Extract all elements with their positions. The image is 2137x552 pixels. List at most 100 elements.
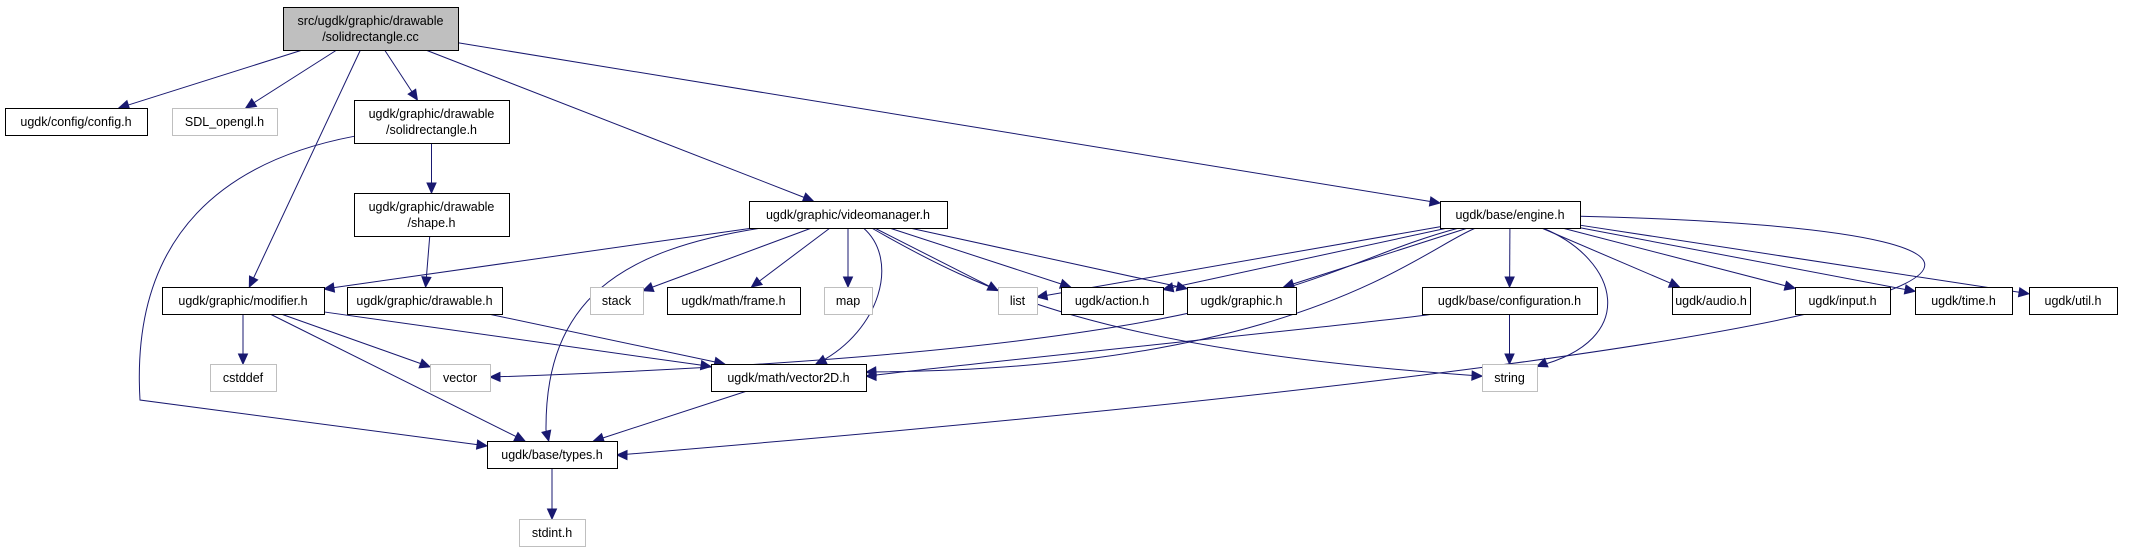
node-box (2029, 287, 2118, 315)
node-input[interactable]: ugdk/input.h (1795, 287, 1891, 315)
node-label: ugdk/time.h (1931, 294, 1996, 308)
node-root[interactable]: src/ugdk/graphic/drawable/solidrectangle… (283, 7, 459, 51)
node-box (590, 287, 644, 315)
node-label: ugdk/base/types.h (501, 448, 603, 462)
node-box (667, 287, 801, 315)
edge-engine-to-input (1562, 227, 1797, 291)
node-label: vector (443, 371, 477, 385)
edge-line (601, 390, 748, 439)
edge-line (127, 49, 303, 106)
edge-configuration-to-vector2d (864, 313, 1434, 382)
node-cstddef: cstddef (210, 364, 277, 392)
edge-line (280, 313, 422, 365)
node-label: ugdk/base/engine.h (1455, 208, 1564, 222)
node-engine[interactable]: ugdk/base/engine.h (1440, 201, 1581, 229)
node-audio[interactable]: ugdk/audio.h (1672, 287, 1751, 315)
edge-line (332, 227, 754, 289)
node-util[interactable]: ugdk/util.h (2029, 287, 2118, 315)
node-box (1061, 287, 1164, 315)
edge-root-to-sdl (244, 49, 338, 109)
arrowhead-icon (699, 359, 713, 371)
edge-line (871, 227, 1481, 377)
node-configuration[interactable]: ugdk/base/configuration.h (1422, 287, 1598, 315)
node-vector: vector (430, 364, 491, 392)
arrowhead-icon (513, 431, 527, 442)
edge-root-to-modifier (248, 49, 361, 289)
edge-modifier-to-vector (280, 313, 432, 369)
node-modifier[interactable]: ugdk/graphic/modifier.h (162, 287, 325, 315)
edge-solidrect_h-to-types (138, 135, 489, 450)
node-box (430, 364, 491, 392)
node-string: string (1482, 364, 1538, 392)
node-label: ugdk/graphic/videomanager.h (766, 208, 930, 222)
edge-line (909, 227, 1179, 288)
node-label: ugdk/graphic/modifier.h (178, 294, 307, 308)
edge-engine-to-util (1579, 224, 2031, 298)
edge-engine-to-time (1579, 227, 1917, 295)
arrowhead-icon (864, 370, 877, 382)
edge-line (269, 313, 518, 438)
node-config[interactable]: ugdk/config/config.h (5, 108, 148, 136)
edge-videomanager-to-list (874, 227, 1000, 292)
node-box (347, 287, 503, 315)
edge-line (1171, 227, 1448, 289)
edge-engine-to-types (615, 215, 1926, 461)
edge-engine-to-action (1161, 227, 1448, 293)
arrowhead-icon (488, 371, 501, 383)
node-label: ugdk/math/vector2D.h (727, 371, 849, 385)
edge-videomanager-to-frame (750, 227, 831, 288)
node-label: cstddef (223, 371, 264, 385)
edge-line (488, 313, 716, 363)
edge-line (1541, 227, 1672, 284)
node-label: ugdk/graphic/drawable.h (356, 294, 492, 308)
arrowhead-icon (2017, 286, 2031, 298)
arrowhead-icon (546, 508, 558, 521)
arrowhead-icon (117, 99, 131, 110)
node-list: list (998, 287, 1038, 315)
arrowhead-icon (248, 275, 259, 289)
node-map: map (824, 287, 873, 315)
edge-configuration-to-string (1504, 314, 1515, 366)
edge-shape-to-drawable (421, 235, 432, 289)
node-drawable[interactable]: ugdk/graphic/drawable.h (347, 287, 503, 315)
node-box (5, 108, 148, 136)
edge-line (457, 42, 1432, 203)
arrowhead-icon (641, 282, 655, 292)
edge-line (758, 227, 831, 282)
node-box (1422, 287, 1598, 315)
node-box (1440, 201, 1581, 229)
node-time[interactable]: ugdk/time.h (1915, 287, 2013, 315)
node-types[interactable]: ugdk/base/types.h (487, 441, 618, 469)
arrowhead-icon (322, 282, 336, 293)
node-frame[interactable]: ugdk/math/frame.h (667, 287, 801, 315)
node-label: /solidrectangle.h (386, 123, 477, 137)
node-solidrect_h[interactable]: ugdk/graphic/drawable/solidrectangle.h (354, 100, 510, 144)
arrowhead-icon (1471, 370, 1484, 381)
edge-line (1045, 226, 1441, 297)
edge-line (889, 227, 1063, 285)
node-box (711, 364, 867, 392)
node-label: /shape.h (408, 216, 456, 230)
edge-engine-to-configuration (1504, 227, 1515, 289)
node-box (1672, 287, 1751, 315)
node-shape[interactable]: ugdk/graphic/drawable/shape.h (354, 193, 510, 237)
edge-line (138, 135, 479, 446)
edge-solidrect_h-to-shape (426, 143, 437, 195)
arrowhead-icon (541, 429, 552, 443)
edge-engine-to-string (1535, 227, 1609, 368)
node-graphic[interactable]: ugdk/graphic.h (1187, 287, 1297, 315)
node-box (1482, 364, 1538, 392)
node-label: map (836, 294, 860, 308)
arrowhead-icon (615, 449, 628, 461)
edge-videomanager-to-types (541, 227, 762, 443)
edge-line (253, 49, 338, 104)
node-box (283, 7, 459, 51)
edge-videomanager-to-string (871, 227, 1484, 381)
edge-videomanager-to-modifier (322, 227, 754, 293)
node-action[interactable]: ugdk/action.h (1061, 287, 1164, 315)
node-label: ugdk/util.h (2045, 294, 2102, 308)
arrowhead-icon (1035, 290, 1049, 301)
node-vector2d[interactable]: ugdk/math/vector2D.h (711, 364, 867, 392)
node-videomanager[interactable]: ugdk/graphic/videomanager.h (749, 201, 948, 229)
node-label: /solidrectangle.cc (322, 30, 419, 44)
